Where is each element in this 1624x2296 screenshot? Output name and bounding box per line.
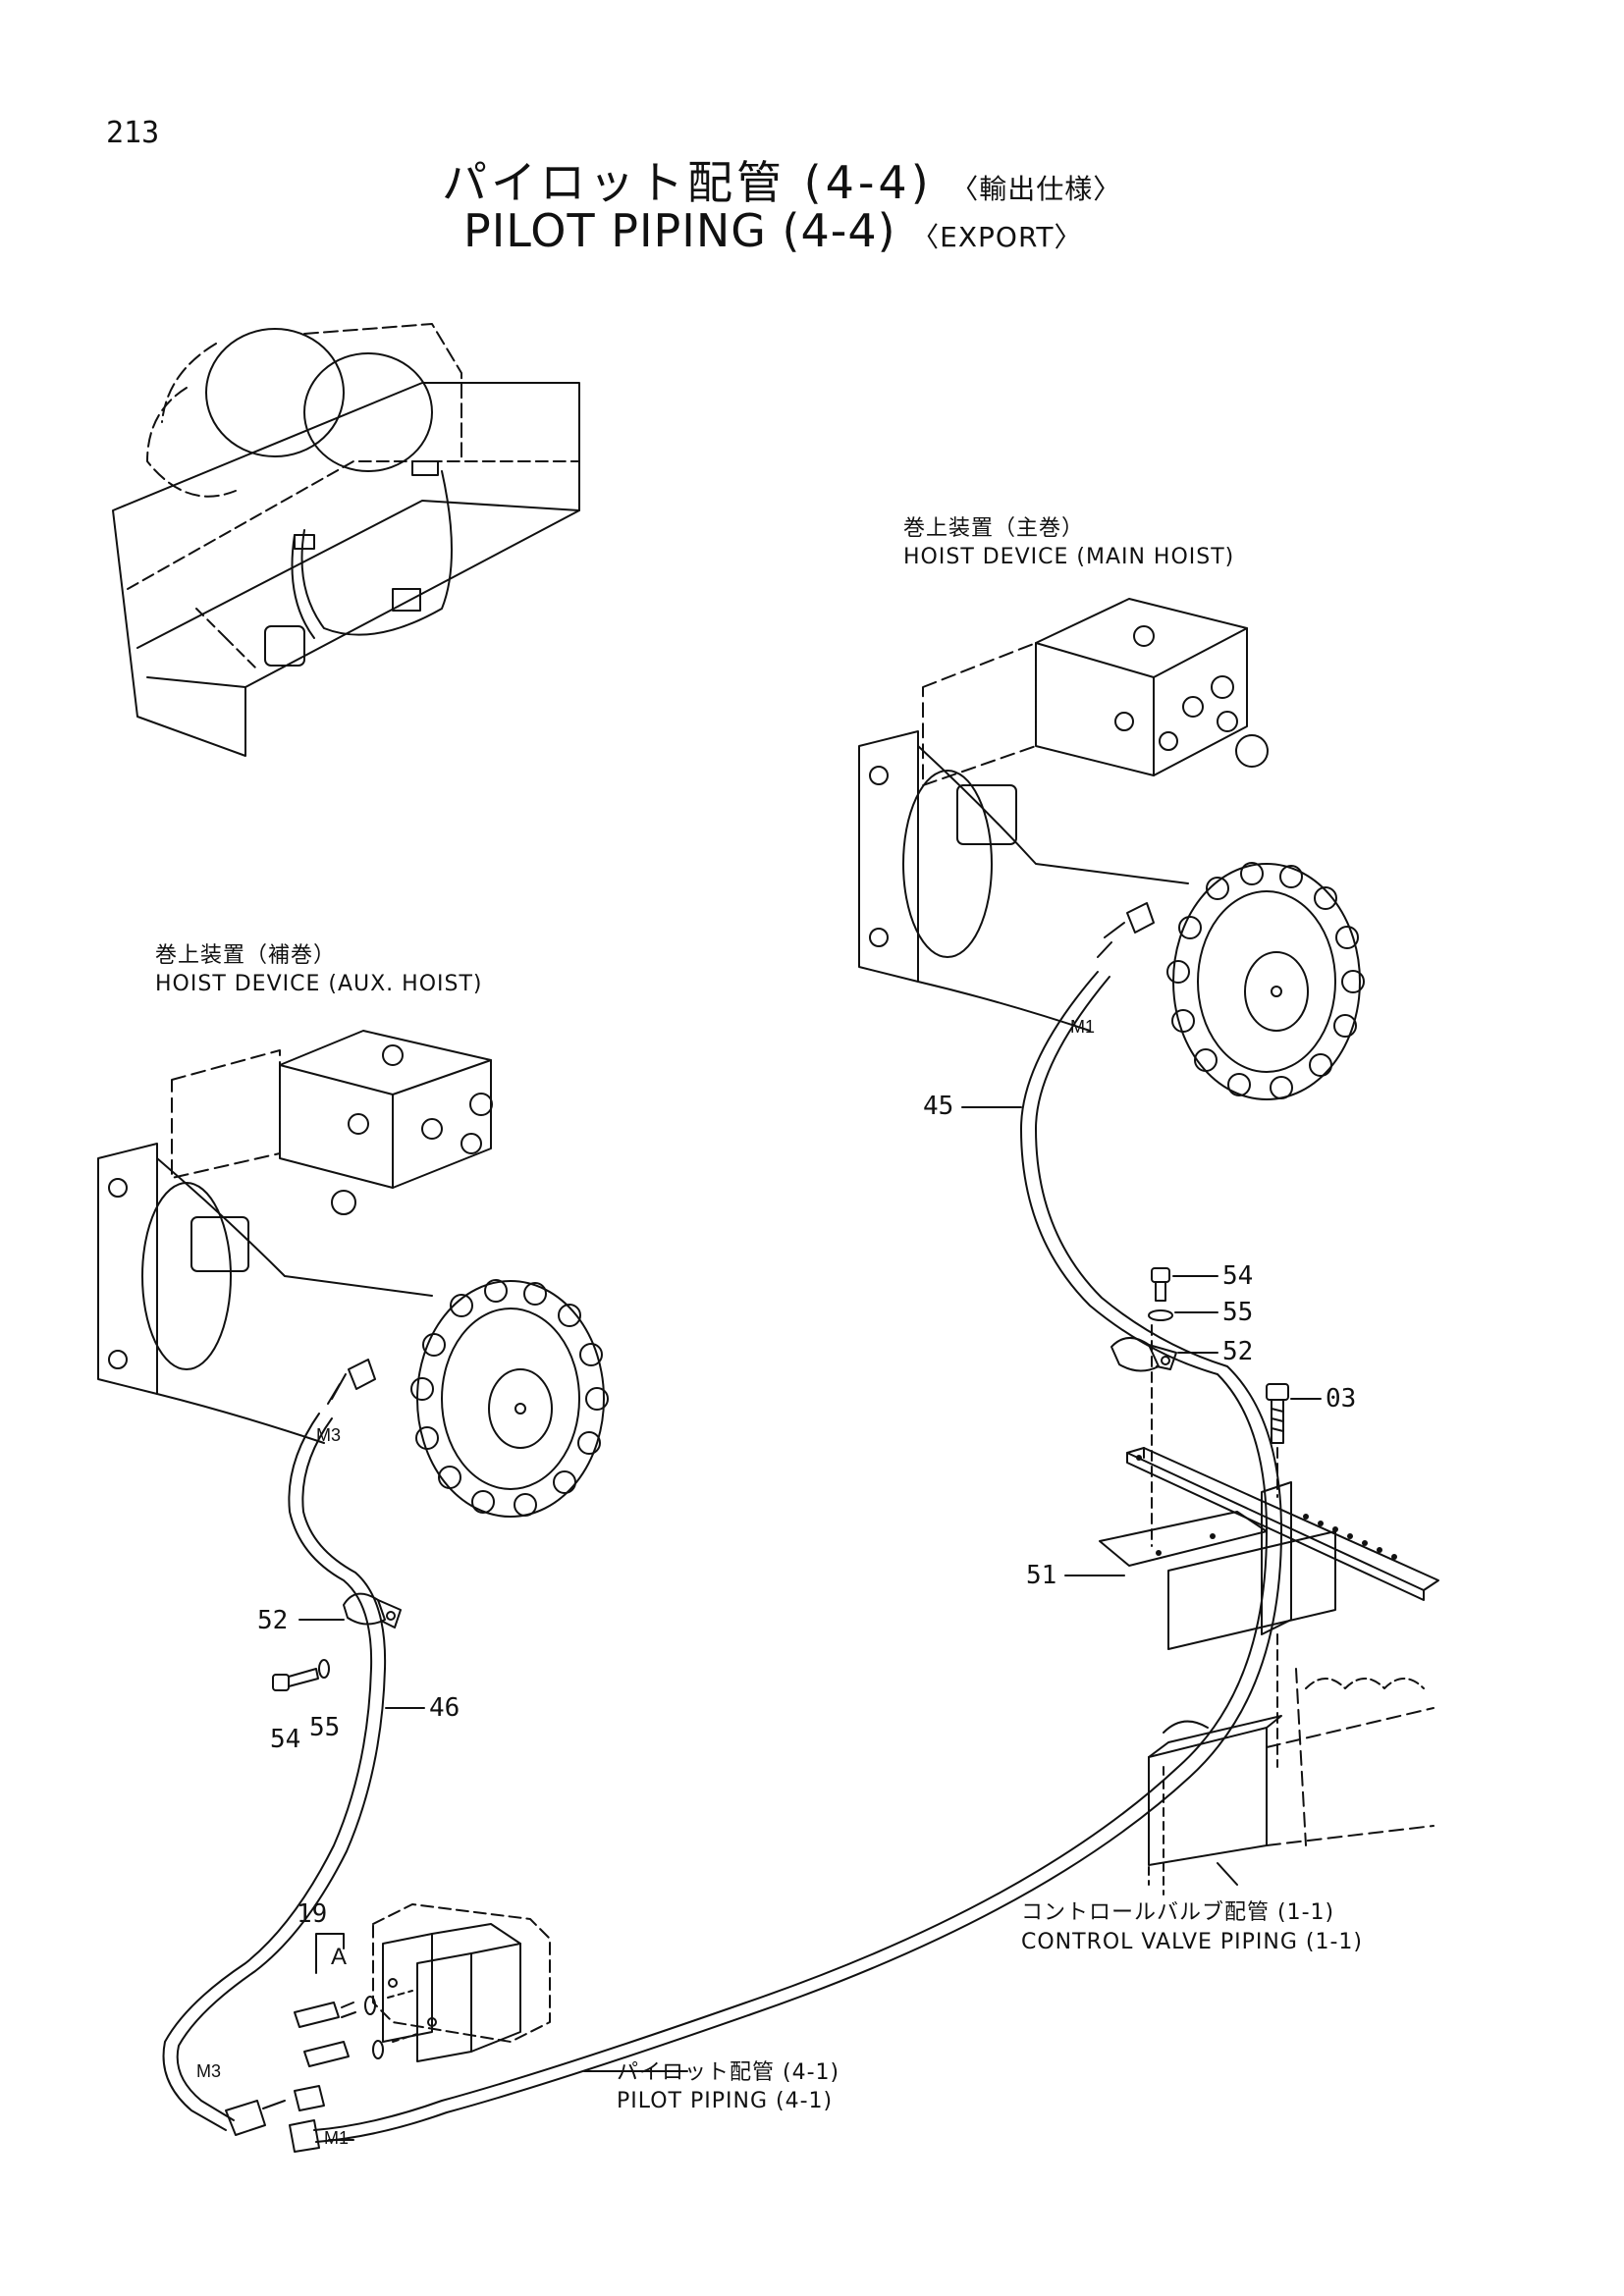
port-label-a: A <box>331 1944 348 1970</box>
washer-55-lower <box>318 1659 330 1679</box>
hose-46 <box>162 1413 387 2131</box>
title-japanese: パイロット配管 (4-4) 〈輸出仕様〉 <box>442 147 1121 212</box>
part-number-52-upper: 52 <box>1222 1337 1254 1366</box>
title-ja-sub: 〈輸出仕様〉 <box>950 173 1122 205</box>
main-hoist-label-ja: 巻上装置（主巻） <box>903 516 1085 541</box>
washer-55-upper <box>1148 1309 1173 1321</box>
part-number-51: 51 <box>1026 1561 1057 1590</box>
clamp-52-upper <box>1110 1337 1177 1372</box>
part-number-52-lower: 52 <box>257 1606 289 1635</box>
port-label-m1-bottom: M1 <box>324 2128 350 2148</box>
main-hoist-device <box>858 598 1365 1100</box>
part-number-55-upper: 55 <box>1222 1298 1254 1327</box>
title-english: PILOT PIPING (4-4) 〈EXPORT〉 <box>463 204 1083 257</box>
title-ja-main: パイロット配管 (4-4) <box>442 156 933 209</box>
part-number-19: 19 <box>297 1899 328 1929</box>
control-valve-label-en: CONTROL VALVE PIPING (1-1) <box>1021 1930 1364 1954</box>
main-hoist-label-en: HOIST DEVICE (MAIN HOIST) <box>903 545 1235 569</box>
bolt-54-lower <box>272 1668 319 1691</box>
fitting-19 <box>294 2002 356 2067</box>
part-number-03: 03 <box>1326 1384 1357 1414</box>
aux-hoist-label-en: HOIST DEVICE (AUX. HOIST) <box>155 972 483 996</box>
o-ring-a-lower <box>372 2040 384 2059</box>
bracket-51 <box>1099 1324 1439 1768</box>
bolt-03 <box>1266 1383 1289 1444</box>
port-label-m1-main: M1 <box>1070 1017 1096 1037</box>
pilot-piping-label-en: PILOT PIPING (4-1) <box>617 2089 834 2113</box>
hose-45 <box>313 971 1282 2143</box>
hose-end-m3-bottom <box>225 2100 286 2136</box>
pilot-valve <box>372 1903 551 2062</box>
control-valve <box>1148 1668 1435 1896</box>
aux-hoist-device <box>97 1030 609 1518</box>
port-label-m3-aux: M3 <box>316 1425 342 1445</box>
part-number-54-upper: 54 <box>1222 1261 1254 1291</box>
clamp-52-lower <box>343 1592 402 1629</box>
part-number-45: 45 <box>923 1092 954 1121</box>
page-number: 213 <box>106 116 160 150</box>
control-valve-label-ja: コントロールバルブ配管 (1-1) <box>1021 1900 1335 1925</box>
title-en-sub: 〈EXPORT〉 <box>911 221 1083 253</box>
hose-end-m1-bottom <box>289 2085 325 2153</box>
part-number-46: 46 <box>429 1693 460 1723</box>
part-number-54-lower: 54 <box>270 1725 301 1754</box>
title-en-main: PILOT PIPING (4-4) <box>463 204 896 257</box>
bolt-54-upper <box>1151 1267 1170 1302</box>
port-label-m3-bottom: M3 <box>196 2061 222 2081</box>
overview-sketch <box>112 323 580 757</box>
pilot-piping-label-ja: パイロット配管 (4-1) <box>617 2060 840 2085</box>
o-ring-a-upper <box>364 1996 376 2015</box>
aux-hoist-label-ja: 巻上装置（補巻） <box>155 943 337 968</box>
part-number-55-lower: 55 <box>309 1713 341 1742</box>
